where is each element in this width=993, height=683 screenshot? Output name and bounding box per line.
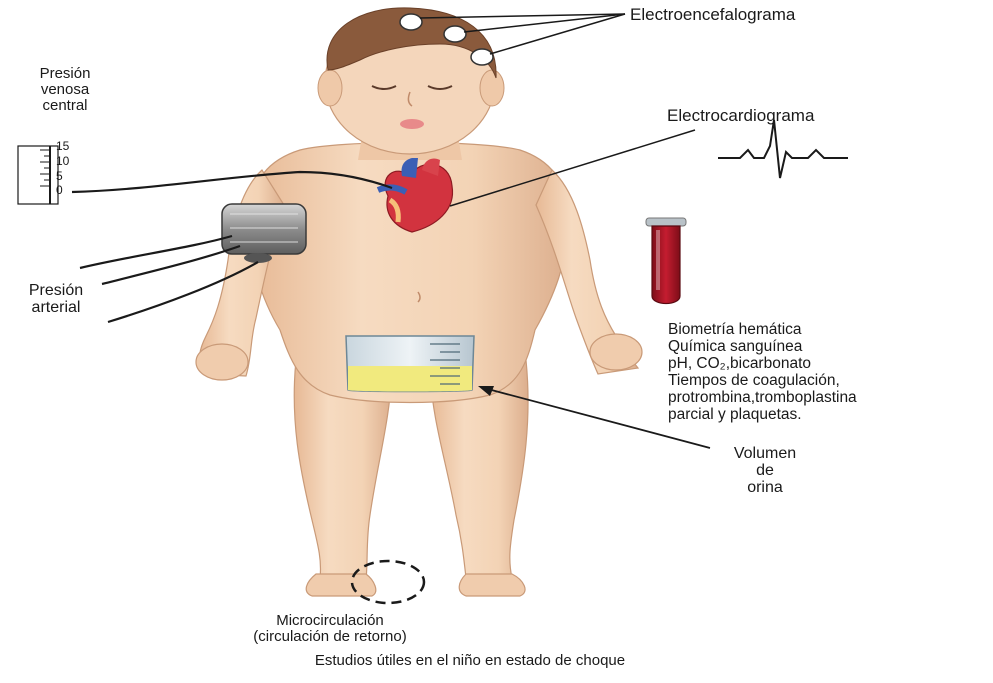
label-urine-line-1: Volumen — [690, 446, 840, 463]
lab-test-line: Química sanguínea — [668, 338, 857, 355]
label-micro-line-2: (circulación de retorno) — [170, 629, 490, 645]
label-urine-volume: Volumen de orina — [690, 446, 840, 496]
right-hand — [590, 334, 642, 370]
cuff-tube-2 — [102, 246, 240, 284]
eeg-leader-3 — [490, 14, 625, 54]
mouth — [400, 119, 424, 129]
label-microcirculation: Microcirculación (circulación de retorno… — [170, 613, 490, 645]
label-urine-line-2: de — [690, 463, 840, 480]
label-electrocardiogram: Electrocardiograma — [667, 107, 814, 125]
label-lab-tests: Biometría hemática Química sanguínea pH,… — [668, 321, 857, 423]
blood-test-tube — [646, 218, 686, 304]
right-ear — [480, 70, 504, 106]
lab-test-line: pH, CO₂,bicarbonato — [668, 355, 857, 372]
lab-test-line: parcial y plaquetas. — [668, 406, 857, 423]
left-foot — [306, 574, 376, 596]
left-ear — [318, 70, 342, 106]
label-cvp-line-1: Presión — [10, 66, 120, 82]
lab-test-line: Tiempos de coagulación, — [668, 372, 857, 389]
left-hand — [196, 344, 248, 380]
label-micro-line-1: Microcirculación — [170, 613, 490, 629]
label-pa-line-2: arterial — [6, 300, 106, 317]
label-urine-line-3: orina — [690, 480, 840, 497]
cuff-tube-1 — [80, 236, 232, 268]
label-electroencephalogram: Electroencefalograma — [630, 6, 795, 24]
right-foot — [459, 574, 525, 596]
label-cvp-line-3: central — [10, 98, 120, 114]
label-arterial-pressure: Presión arterial — [6, 283, 106, 317]
scale-tick-15: 15 — [56, 140, 69, 152]
label-central-venous-pressure: Presión venosa central — [10, 66, 120, 113]
scale-tick-0: 0 — [56, 184, 63, 196]
lab-test-line: Biometría hemática — [668, 321, 857, 338]
scale-tick-5: 5 — [56, 170, 63, 182]
label-cvp-line-2: venosa — [10, 82, 120, 98]
child-body — [196, 8, 642, 596]
lab-test-line: protrombina,tromboplastina — [668, 389, 857, 406]
label-pa-line-1: Presión — [6, 283, 106, 300]
scale-tick-10: 10 — [56, 155, 69, 167]
figure-caption: Estudios útiles en el niño en estado de … — [190, 653, 750, 669]
